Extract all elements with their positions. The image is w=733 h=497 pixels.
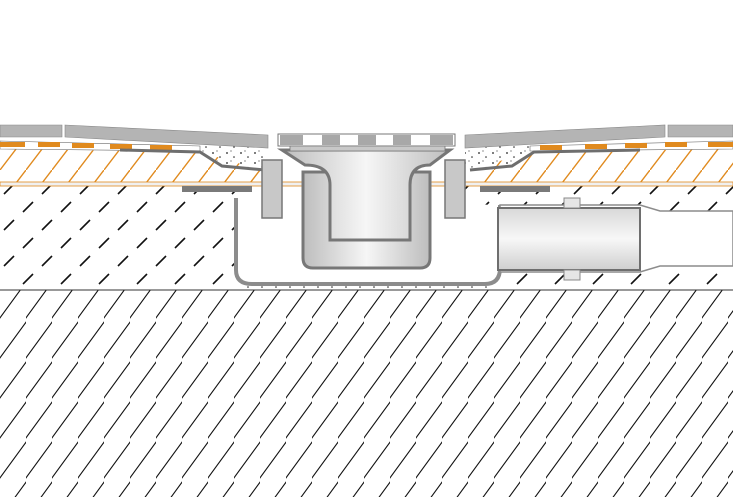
outlet-pipe — [497, 207, 641, 271]
adapter-sleeve-right — [444, 159, 466, 219]
floor-tile-right-outer — [667, 124, 733, 138]
floor-tile-left — [64, 124, 269, 149]
base-slab — [0, 290, 733, 497]
drain-grate — [277, 133, 456, 152]
screed-layer-right — [470, 149, 733, 183]
clamp-flange-right — [480, 186, 550, 192]
floor-tile-left-outer — [0, 124, 63, 138]
clamp-flange-left — [182, 186, 252, 192]
membrane-right — [469, 148, 641, 172]
trap-insert — [276, 148, 455, 242]
screed-layer — [0, 149, 262, 183]
membrane-left — [119, 148, 266, 172]
floor-tile-right — [464, 124, 666, 149]
drain-bedding — [236, 284, 498, 290]
pipe-seal-bottom — [563, 269, 581, 281]
adapter-sleeve-left — [261, 159, 283, 219]
pipe-seal-top — [563, 197, 581, 209]
